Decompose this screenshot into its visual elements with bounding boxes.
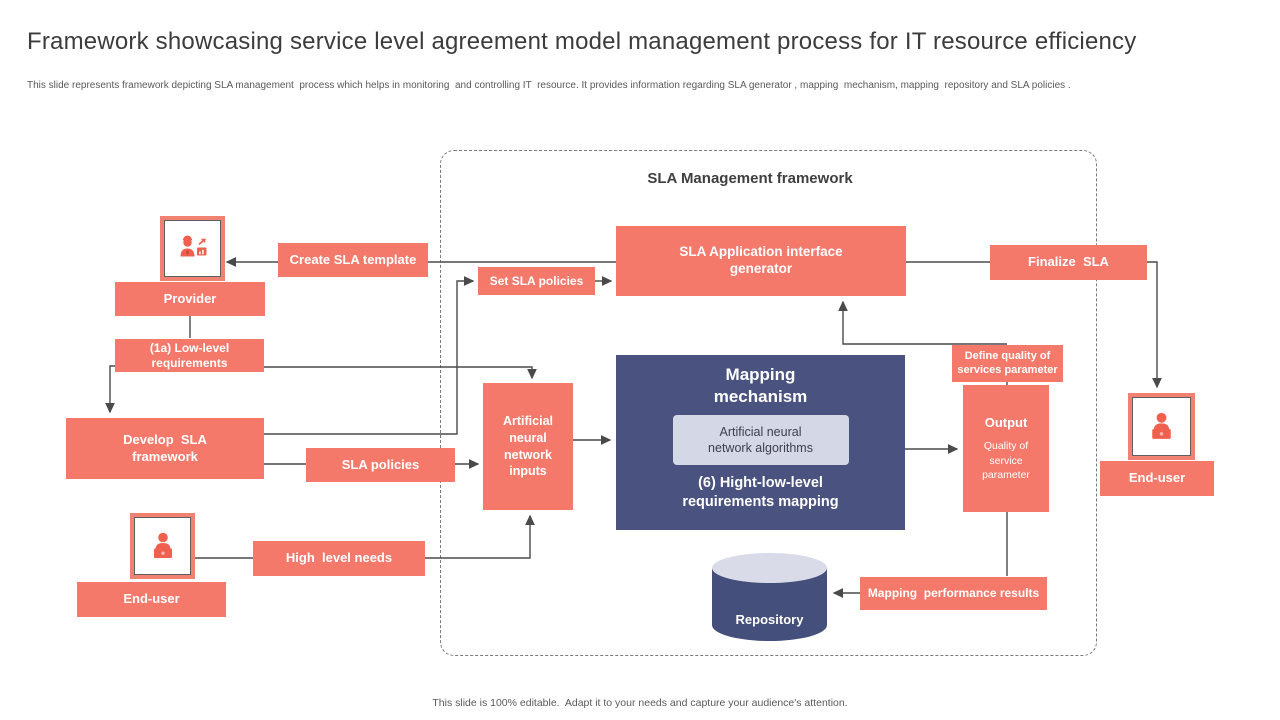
- finalize-sla-box: Finalize SLA: [990, 245, 1147, 280]
- output-title: Output: [984, 415, 1028, 431]
- mapping-performance-results-box: Mapping performance results: [860, 577, 1047, 610]
- low-level-requirements-box: (1a) Low-level requirements: [115, 339, 264, 372]
- connector-define-to-generator: [838, 300, 1007, 345]
- end-user-right-icon-frame: [1128, 393, 1195, 460]
- footer-note: This slide is 100% editable. Adapt it to…: [432, 697, 848, 709]
- end-user-left-icon-frame: [130, 513, 195, 579]
- sla-application-interface-generator-box: SLA Application interface generator: [616, 226, 906, 296]
- ann-algorithms-box: Artificial neural network algorithms: [672, 415, 849, 466]
- slide-subtitle: This slide represents framework depictin…: [27, 80, 1071, 91]
- develop-sla-framework-box: Develop SLA framework: [66, 418, 264, 479]
- output-subtitle: Quality of service parameter: [982, 440, 1030, 481]
- mapping-mechanism-title: Mapping mechanism: [713, 365, 808, 407]
- sla-policies-box: SLA policies: [306, 448, 455, 482]
- output-box: Output Quality of service parameter: [963, 385, 1049, 512]
- connector-lowlevel-to-develop: [105, 365, 116, 414]
- set-sla-policies-box: Set SLA policies: [478, 267, 595, 295]
- provider-box: Provider: [115, 282, 265, 316]
- end-user-left-box: End-user: [77, 582, 226, 617]
- connector-highlevel-to-ann: [425, 514, 535, 559]
- high-level-needs-box: High level needs: [253, 541, 425, 576]
- repository-cylinder-top: [712, 553, 827, 583]
- provider-icon-frame: [160, 216, 225, 281]
- page-title: Framework showcasing service level agree…: [27, 28, 1137, 55]
- repository-label: Repository: [735, 612, 804, 627]
- mapping-mechanism-caption: (6) Hight-low-level requirements mapping: [682, 475, 839, 511]
- framework-title: SLA Management framework: [647, 170, 853, 187]
- mapping-mechanism-box: Mapping mechanism Artificial neural netw…: [616, 355, 905, 530]
- person-at-desk-icon: [153, 532, 172, 558]
- end-user-right-box: End-user: [1100, 461, 1214, 496]
- sla-framework-container: [440, 150, 1097, 656]
- repository-cylinder: Repository: [712, 553, 827, 641]
- person-at-desk-icon: [1152, 412, 1171, 439]
- create-sla-template-box: Create SLA template: [278, 243, 428, 277]
- define-quality-box: Define quality of services parameter: [952, 345, 1063, 382]
- connector-lowlevel-to-ann-inputs: [264, 366, 537, 380]
- worker-presentation-icon: [180, 235, 207, 256]
- connector-finalize-to-enduser: [1147, 261, 1162, 389]
- connector-develop-to-set-sla: [264, 276, 475, 435]
- ann-inputs-box: Artificial neural network inputs: [483, 383, 573, 510]
